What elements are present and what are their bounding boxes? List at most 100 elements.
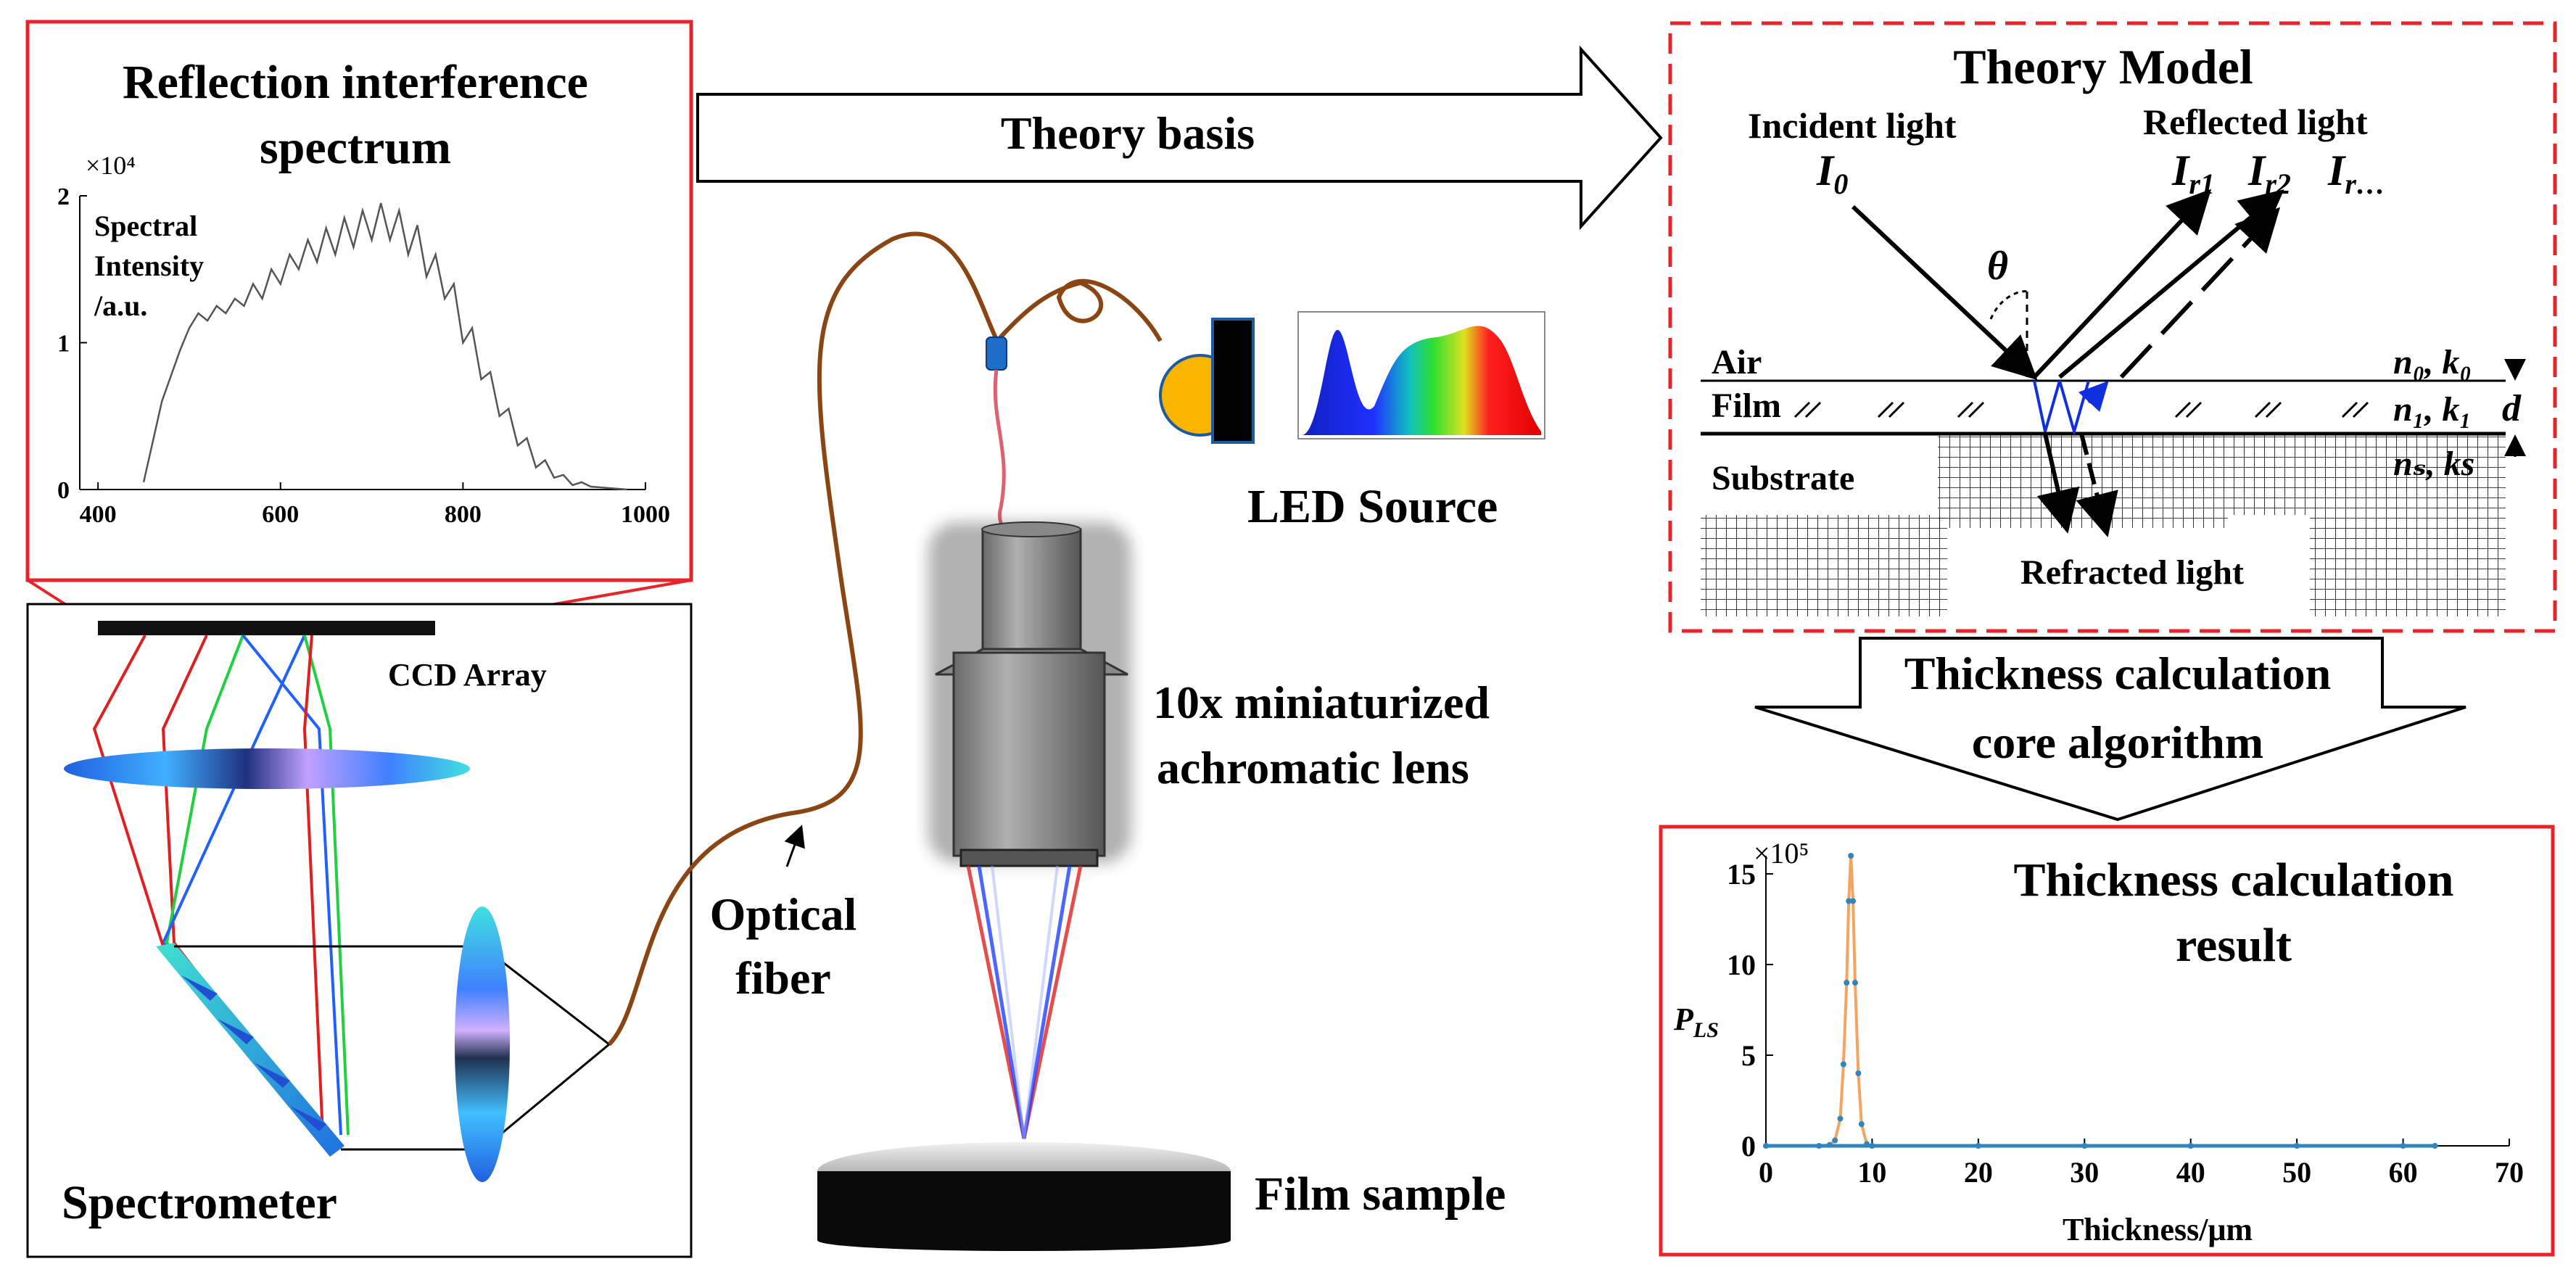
substrate-label: Substrate xyxy=(1712,459,1854,497)
nsks-label: nₛ, ks xyxy=(2393,445,2474,483)
film-label: Film xyxy=(1712,387,1781,425)
spectrum-curve xyxy=(142,202,627,491)
lens-label-line1: 10x miniaturized xyxy=(1153,677,1490,728)
lens-top-cylinder xyxy=(981,528,1082,651)
irn-label: Ir… xyxy=(2327,146,2385,200)
result-points xyxy=(1763,853,2438,1149)
focus-lens xyxy=(64,748,470,789)
y-tick-label: 2 xyxy=(57,183,70,210)
x-tick-label: 10 xyxy=(1857,1156,1886,1189)
result-xlabel: Thickness/μm xyxy=(2063,1212,2253,1247)
spectrometer-label: Spectrometer xyxy=(62,1176,337,1229)
data-point xyxy=(1852,980,1858,986)
lens-top-cap xyxy=(981,521,1081,537)
algorithm-arrow: Thickness calculation core algorithm xyxy=(1754,637,2466,822)
spectrum-ylabel-line3: /a.u. xyxy=(94,289,147,322)
y-tick-label: 10 xyxy=(1727,949,1756,981)
ray-blue-2 xyxy=(242,634,342,1136)
x-tick-label: 1000 xyxy=(621,501,670,528)
stage-side xyxy=(817,1171,1231,1251)
substrate-grid-right xyxy=(2310,515,2506,616)
air-label: Air xyxy=(1712,343,1762,381)
result-title-line2: result xyxy=(2176,919,2292,972)
spectrum-title-line1: Reflection interference xyxy=(123,56,588,109)
ray-green-2 xyxy=(303,635,350,1136)
data-point xyxy=(1846,898,1852,904)
result-panel-border xyxy=(1659,825,2555,1257)
ccd-label: CCD Array xyxy=(388,657,547,693)
substrate-grid-left xyxy=(1701,515,1947,616)
data-point xyxy=(1850,898,1857,904)
optical-fiber xyxy=(607,231,1163,1046)
x-tick-label: 0 xyxy=(1759,1156,1773,1189)
spectrum-panel-border xyxy=(25,20,693,582)
theta-label: θ xyxy=(1987,244,2008,289)
x-tick-label: 600 xyxy=(262,501,299,528)
theta-arc xyxy=(1989,290,2028,320)
n0k0-label: n₀, k₀ xyxy=(2393,343,2472,381)
film-sample-stage: Film sample xyxy=(817,1142,1506,1251)
ray-red-3 xyxy=(302,635,324,1136)
ray-red-2 xyxy=(92,635,165,947)
spectrum-multiplier: ×10⁴ xyxy=(86,151,136,180)
result-multiplier: ×10⁵ xyxy=(1754,837,1809,870)
spectrometer-border xyxy=(26,603,693,1258)
reflected-ray-3 xyxy=(2119,207,2281,379)
x-tick-label: 800 xyxy=(445,501,482,528)
x-tick-label: 400 xyxy=(80,501,117,528)
lens-label-line2: achromatic lens xyxy=(1157,742,1469,793)
fiber-label-line1: Optical xyxy=(710,888,857,940)
fiber-patch xyxy=(993,369,1021,540)
x-tick-label: 50 xyxy=(2282,1156,2311,1189)
led-source: LED Source xyxy=(1159,318,1498,533)
film-internal-ray-1 xyxy=(2033,380,2061,432)
result-title-line1: Thickness calculation xyxy=(2014,854,2454,907)
result-ylabel: PLS xyxy=(1673,1002,1719,1042)
film-sample-label: Film sample xyxy=(1255,1168,1506,1221)
y-tick-label: 1 xyxy=(57,330,70,357)
refracted-ray-1 xyxy=(2036,433,2080,534)
x-tick-label: 70 xyxy=(2495,1156,2524,1189)
theory-basis-label: Theory basis xyxy=(1001,107,1255,159)
lens-body xyxy=(952,651,1106,857)
led-spectrum xyxy=(1297,311,1545,439)
incident-label: Incident light xyxy=(1748,105,1957,146)
led-label: LED Source xyxy=(1247,480,1498,533)
data-point xyxy=(1855,1070,1862,1076)
data-point xyxy=(1832,1137,1838,1144)
substrate-grid-right-top xyxy=(2228,434,2506,515)
algorithm-label-line2: core algorithm xyxy=(1972,717,2263,768)
spectrum-ylabel-line1: Spectral xyxy=(94,210,197,242)
y-tick-label: 5 xyxy=(1741,1039,1756,1072)
result-panel: Thickness calculation result ×10⁵ PLS 0 1… xyxy=(1659,825,2555,1257)
i0-label: I0 xyxy=(1816,146,1848,200)
fiber-connector xyxy=(986,336,1007,371)
x-tick-label: 20 xyxy=(1964,1156,1993,1189)
x-tick-label: 30 xyxy=(2070,1156,2099,1189)
led-housing xyxy=(1211,318,1255,444)
spectrometer-box: CCD Array Spectrometer xyxy=(26,603,693,1258)
data-point xyxy=(1840,1061,1846,1068)
reflected-ray-1 xyxy=(2032,189,2212,379)
algorithm-label-line1: Thickness calculation xyxy=(1904,648,2332,699)
film-internal-ray-3 xyxy=(2078,381,2109,413)
data-point xyxy=(1858,1121,1865,1127)
fiber-label-line2: fiber xyxy=(735,952,831,1004)
collimator-lens xyxy=(455,907,510,1182)
focus-cone xyxy=(966,865,1083,1139)
n1k1-label: n₁, k₁ xyxy=(2393,390,2472,429)
spectrum-title-line2: spectrum xyxy=(260,121,451,174)
theory-basis-arrow: Theory basis xyxy=(696,45,1663,231)
data-point xyxy=(1844,980,1850,986)
spectrum-panel: Reflection interference spectrum ×10⁴ Sp… xyxy=(25,20,693,582)
x-tick-label: 60 xyxy=(2389,1156,2418,1189)
fiber-pointer xyxy=(784,825,805,867)
refracted-ray-2 xyxy=(2076,433,2118,537)
lens-tip xyxy=(959,848,1099,867)
theory-model-panel: Theory Model Incident light Reflected li… xyxy=(1668,21,2557,633)
d-label: d xyxy=(2502,388,2522,429)
reflected-label: Reflected light xyxy=(2143,102,2368,142)
